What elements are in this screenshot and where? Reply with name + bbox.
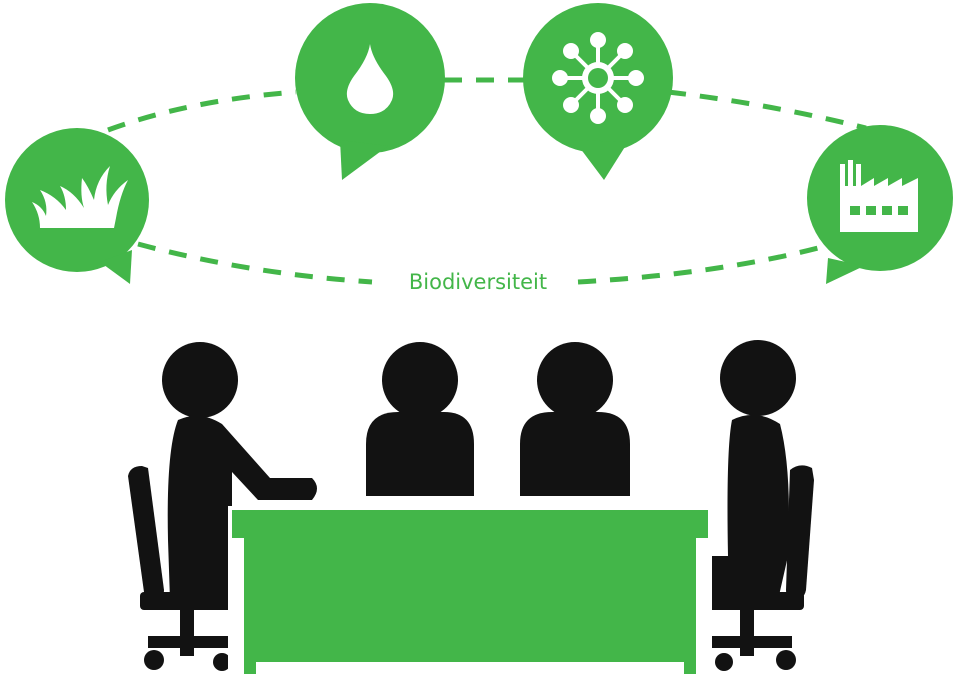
right-chair <box>704 465 814 671</box>
cycle-arc-grass-to-drop <box>107 89 297 133</box>
person-right <box>712 340 796 600</box>
cycle-arc-bottom-right <box>577 243 827 285</box>
cycle-label: Biodiversiteit <box>380 268 576 296</box>
grass-icon <box>32 166 128 228</box>
dashed-cycle <box>107 77 867 285</box>
factory-icon <box>840 160 918 232</box>
water-drop-icon <box>346 44 394 114</box>
meeting-table <box>228 506 712 674</box>
person-middle-left <box>366 342 474 496</box>
microorganism-icon <box>552 32 644 124</box>
person-middle-right <box>520 342 630 496</box>
people-group <box>128 340 814 671</box>
cycle-arc-virus-to-factory <box>667 89 867 131</box>
person-left <box>162 342 317 600</box>
cycle-arc-bottom-left <box>137 241 373 285</box>
